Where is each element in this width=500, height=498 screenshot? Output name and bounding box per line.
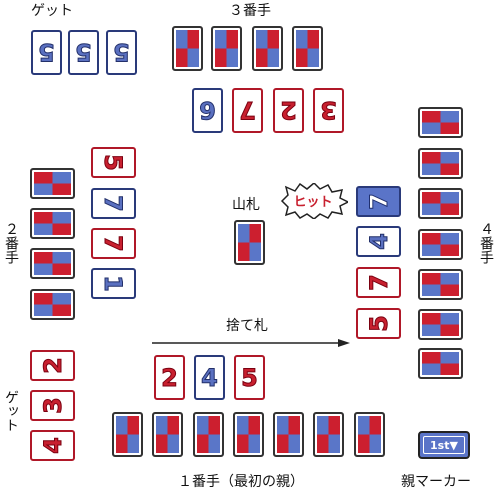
oya-marker[interactable]: 1st▼ <box>418 431 470 459</box>
player4-label: ４番手 <box>478 222 494 264</box>
player2-faceup-card[interactable]: 5 <box>91 147 136 178</box>
player3-faceup-card[interactable]: 3 <box>313 88 344 133</box>
player3-card-back[interactable] <box>252 26 283 71</box>
player4-faceup-card-selected[interactable]: 7 <box>356 186 401 217</box>
player1-card-back[interactable] <box>193 412 224 457</box>
player3-card-back[interactable] <box>172 26 203 71</box>
player2-faceup-card[interactable]: 7 <box>91 188 136 219</box>
player4-faceup-card[interactable]: 4 <box>356 226 401 257</box>
get-card-bottom[interactable]: 2 <box>30 350 75 381</box>
player2-card-back[interactable] <box>30 248 75 279</box>
get-label-top: ゲット <box>31 3 73 19</box>
discard-card[interactable]: 4 <box>194 355 225 400</box>
player1-card-back[interactable] <box>152 412 183 457</box>
player4-faceup-card[interactable]: 5 <box>356 308 401 339</box>
player4-card-back[interactable] <box>418 107 463 138</box>
player3-card-back[interactable] <box>292 26 323 71</box>
get-card-top[interactable]: 5 <box>31 30 62 75</box>
player1-card-back[interactable] <box>233 412 264 457</box>
player3-card-back[interactable] <box>211 26 242 71</box>
player3-faceup-card[interactable]: 2 <box>273 88 304 133</box>
player2-label: ２番手 <box>3 222 19 264</box>
player1-card-back[interactable] <box>354 412 385 457</box>
get-label-bottom: ゲット <box>3 390 19 432</box>
player4-card-back[interactable] <box>418 269 463 300</box>
get-card-bottom[interactable]: 4 <box>30 430 75 461</box>
oya-marker-text: 1st▼ <box>423 436 465 454</box>
discard-card[interactable]: 2 <box>154 355 185 400</box>
hit-bubble: ヒット <box>280 183 348 219</box>
deck-card[interactable] <box>234 220 265 265</box>
sutefuda-label: 捨て札 <box>226 318 268 334</box>
player4-card-back[interactable] <box>418 229 463 260</box>
player1-card-back[interactable] <box>112 412 143 457</box>
player2-faceup-card[interactable]: 7 <box>91 228 136 259</box>
oya-marker-label: 親マーカー <box>401 474 471 490</box>
player3-faceup-card[interactable]: 6 <box>192 88 223 133</box>
player2-card-back[interactable] <box>30 208 75 239</box>
player1-card-back[interactable] <box>273 412 304 457</box>
get-card-top[interactable]: 5 <box>68 30 99 75</box>
player1-label: １番手（最初の親） <box>178 474 304 490</box>
player3-faceup-card[interactable]: 7 <box>232 88 263 133</box>
player4-card-back[interactable] <box>418 348 463 379</box>
player2-faceup-card[interactable]: 1 <box>91 268 136 299</box>
player4-card-back[interactable] <box>418 309 463 340</box>
get-card-top[interactable]: 5 <box>106 30 137 75</box>
player4-card-back[interactable] <box>418 188 463 219</box>
player3-label: ３番手 <box>229 3 271 19</box>
player2-card-back[interactable] <box>30 168 75 199</box>
player2-card-back[interactable] <box>30 289 75 320</box>
discard-arrow <box>152 339 350 347</box>
discard-card[interactable]: 5 <box>234 355 265 400</box>
player4-faceup-card[interactable]: 7 <box>356 267 401 298</box>
yamafuda-label: 山札 <box>232 197 260 213</box>
hit-text: ヒット <box>293 195 332 210</box>
get-card-bottom[interactable]: 3 <box>30 390 75 421</box>
player4-card-back[interactable] <box>418 148 463 179</box>
player1-card-back[interactable] <box>313 412 344 457</box>
